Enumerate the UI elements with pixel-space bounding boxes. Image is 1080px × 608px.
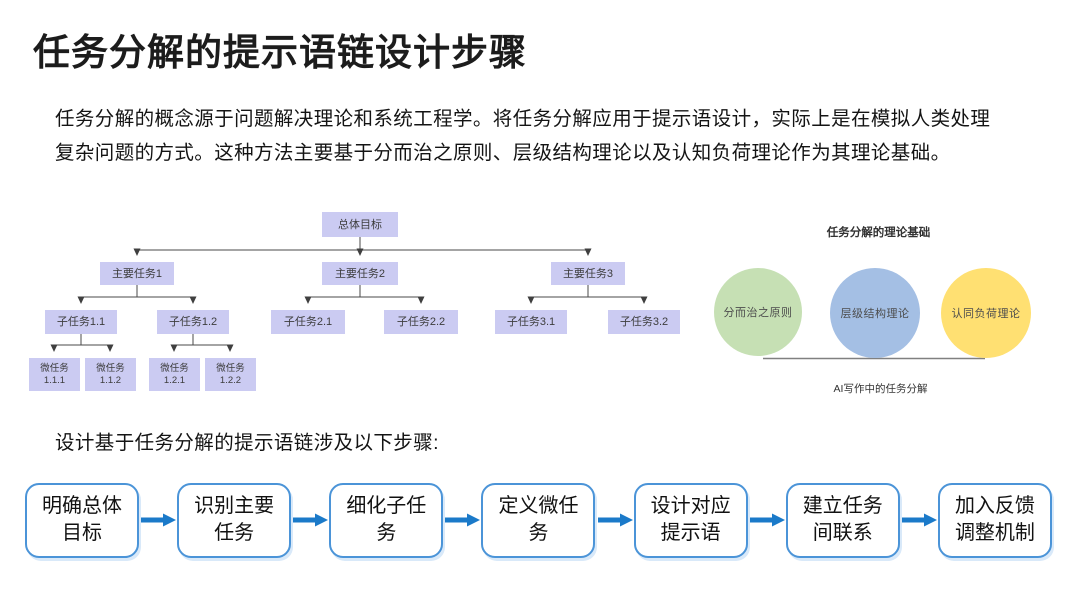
- tree-node-root: 总体目标: [322, 212, 398, 237]
- steps-flow: 明确总体目标 识别主要任务 细化子任务 定义微任务 设计对应提示语 建立任务间联…: [25, 482, 1052, 558]
- tree-node-sub-task-2-1: 子任务2.1: [271, 310, 345, 334]
- arrow-right-icon: [749, 513, 785, 527]
- tree-node-main-task-3: 主要任务3: [551, 262, 625, 285]
- tree-node-sub-task-1-1: 子任务1.1: [45, 310, 117, 334]
- step-box-1: 明确总体目标: [25, 482, 139, 558]
- theory-diagram-title: 任务分解的理论基础: [826, 227, 931, 239]
- theory-circle-cognitive-load: 认同负荷理论: [941, 268, 1031, 358]
- tree-node-micro-task-1-2-1: 微任务 1.2.1: [149, 358, 200, 391]
- intro-line-1: 任务分解的概念源于问题解决理论和系统工程学。将任务分解应用于提示语设计，实际上是…: [55, 108, 991, 130]
- step-box-4: 定义微任务: [481, 482, 596, 558]
- arrow-right-icon: [597, 513, 633, 527]
- step-box-7: 加入反馈调整机制: [937, 482, 1052, 558]
- arrow-right-icon: [901, 513, 937, 527]
- intro-line-2: 复杂问题的方式。这种方法主要基于分而治之原则、层级结构理论以及认知负荷理论作为其…: [55, 142, 951, 164]
- theory-circle-hierarchy: 层级结构理论: [830, 268, 920, 358]
- tree-node-sub-task-3-1: 子任务3.1: [495, 310, 567, 334]
- intro-paragraph: 任务分解的概念源于问题解决理论和系统工程学。将任务分解应用于提示语设计，实际上是…: [55, 102, 1015, 170]
- arrow-right-icon: [141, 513, 177, 527]
- step-box-3: 细化子任务: [329, 482, 444, 558]
- tree-node-sub-task-3-2: 子任务3.2: [608, 310, 680, 334]
- theory-diagram-caption: AI写作中的任务分解: [833, 383, 928, 395]
- tree-node-micro-task-1-2-2: 微任务 1.2.2: [205, 358, 256, 391]
- arrow-right-icon: [445, 513, 481, 527]
- step-box-6: 建立任务间联系: [785, 482, 900, 558]
- step-box-2: 识别主要任务: [177, 482, 292, 558]
- theory-circle-divide-and-conquer: 分而治之原则: [714, 268, 802, 356]
- arrow-right-icon: [293, 513, 329, 527]
- step-box-5: 设计对应提示语: [633, 482, 748, 558]
- tree-node-main-task-1: 主要任务1: [100, 262, 174, 285]
- tree-node-sub-task-1-2: 子任务1.2: [157, 310, 229, 334]
- tree-node-micro-task-1-1-1: 微任务 1.1.1: [29, 358, 80, 391]
- steps-intro-text: 设计基于任务分解的提示语链涉及以下步骤:: [55, 432, 439, 454]
- page-title: 任务分解的提示语链设计步骤: [33, 32, 527, 73]
- tree-node-micro-task-1-1-2: 微任务 1.1.2: [85, 358, 136, 391]
- tree-node-main-task-2: 主要任务2: [322, 262, 398, 285]
- tree-node-sub-task-2-2: 子任务2.2: [384, 310, 458, 334]
